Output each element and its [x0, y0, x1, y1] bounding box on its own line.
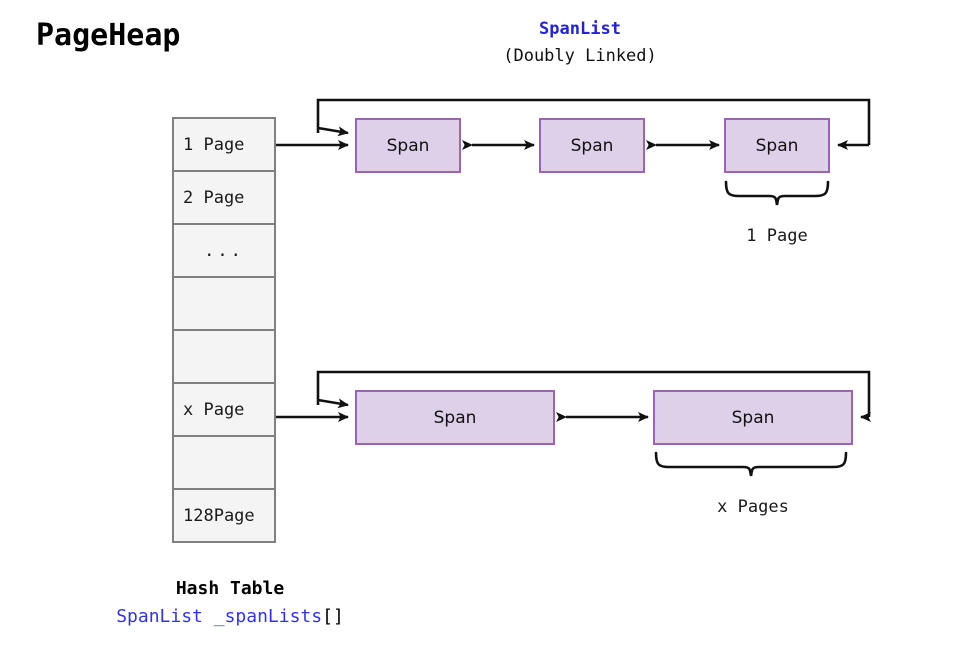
hash-table-cell-7[interactable]: 128Page	[174, 490, 274, 543]
page-title: PageHeap	[36, 18, 181, 53]
span-box-row2-1[interactable]: Span	[653, 390, 853, 445]
span-box-row2-0[interactable]: Span	[355, 390, 555, 445]
hash-table-caption: Hash Table	[175, 578, 285, 599]
hash-table-cell-2[interactable]: ...	[174, 225, 274, 278]
spanlists-declaration-type: SpanList	[116, 606, 203, 627]
span-box-row1-1[interactable]: Span	[539, 118, 645, 173]
hash-table-cell-5[interactable]: x Page	[174, 384, 274, 437]
brace-row1	[724, 180, 830, 206]
brace-label-row1: 1 Page	[746, 226, 808, 246]
spanlists-declaration: SpanList _spanLists[]	[60, 606, 400, 627]
spanlist-subtitle: (Doubly Linked)	[503, 46, 657, 66]
hash-table-cell-6[interactable]	[174, 437, 274, 490]
hash-table-cell-3[interactable]	[174, 278, 274, 331]
hash-table-cell-0[interactable]: 1 Page	[174, 119, 274, 172]
spanlists-declaration-name: _spanLists	[202, 606, 323, 627]
spanlists-declaration-brackets: []	[322, 606, 344, 627]
spanlist-title: SpanList	[539, 19, 621, 39]
span-box-row1-0[interactable]: Span	[355, 118, 461, 173]
brace-label-row2: x Pages	[717, 497, 789, 517]
brace-row2	[654, 451, 848, 477]
hash-table-cell-1[interactable]: 2 Page	[174, 172, 274, 225]
span-box-row1-2[interactable]: Span	[724, 118, 830, 173]
hash-table-cell-4[interactable]	[174, 331, 274, 384]
hash-table: 1 Page 2 Page ... x Page 128Page	[172, 117, 276, 543]
